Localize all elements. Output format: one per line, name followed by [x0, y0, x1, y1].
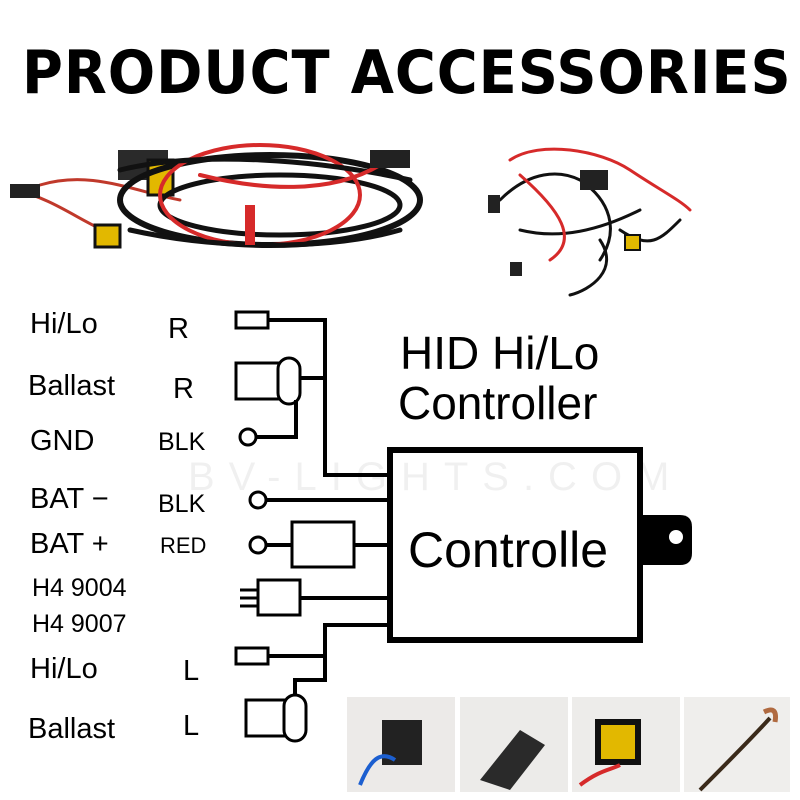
row-label: Ballast [28, 370, 116, 402]
controller-box-label: Controlle [408, 522, 609, 578]
connector-photos [347, 697, 790, 792]
row-label: Ballast [28, 713, 116, 745]
row-label: H4 9007 [32, 610, 127, 638]
wire-label: BLK [158, 490, 206, 518]
wire-label: R [173, 373, 194, 405]
wiring-harness-photo-small [488, 147, 692, 297]
wire-label: R [168, 313, 189, 345]
mounting-tab [640, 515, 692, 565]
row-label: Hi/Lo [30, 653, 98, 685]
fuse [290, 520, 356, 569]
diagram-heading-line2: Controller [398, 377, 598, 429]
gnd-terminal [238, 427, 258, 447]
h4-connector [256, 578, 302, 617]
wire-label: L [183, 655, 200, 687]
bat-pos-terminal [248, 535, 268, 555]
row-label: BAT − [30, 483, 109, 515]
wire-label: L [183, 710, 200, 742]
page-title: PRODUCT ACCESSORIES [22, 38, 792, 108]
wiring-harness-photo-large [10, 143, 423, 249]
wire-label: RED [160, 533, 207, 558]
wire-label: BLK [158, 428, 206, 456]
row-label: BAT + [30, 528, 109, 560]
wiring-diagram [234, 310, 692, 743]
watermark: BV-LIGHTS.COM [188, 455, 684, 499]
hi-lo-r-connector [234, 310, 270, 330]
row-label: H4 9004 [32, 574, 127, 602]
row-label: Hi/Lo [30, 308, 98, 340]
diagram-heading-line1: HID Hi/Lo [400, 327, 600, 379]
row-label: GND [30, 425, 95, 457]
hi-lo-l-connector [234, 646, 270, 666]
